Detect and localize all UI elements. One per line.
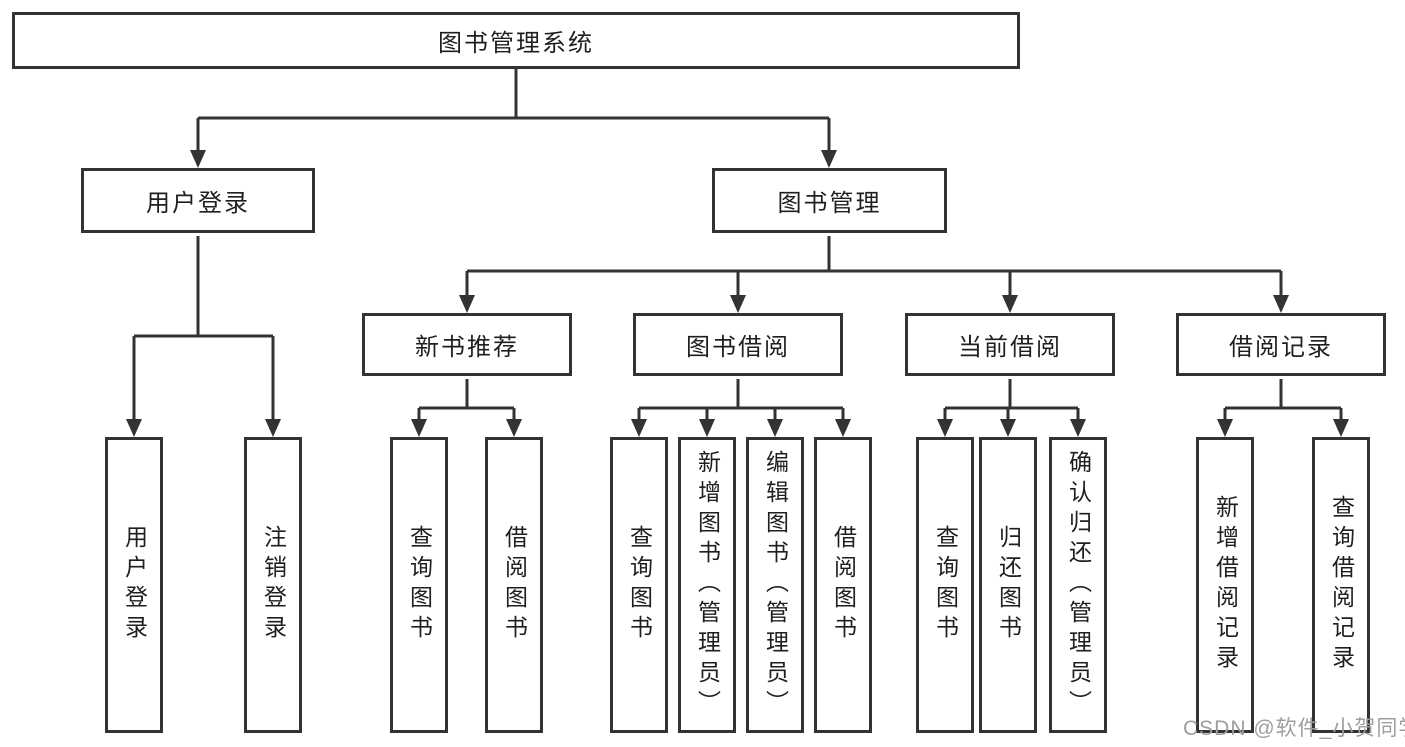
node-label: 借阅记录 — [1229, 334, 1333, 361]
node-label: 用户登录 — [121, 525, 148, 645]
node-leaf-query-books-3: 查询图书 — [916, 437, 974, 733]
node-library-management-system: 图书管理系统 — [12, 12, 1020, 69]
node-leaf-query-books-2: 查询图书 — [610, 437, 668, 733]
node-label: 归还图书 — [995, 525, 1022, 645]
node-label: 借阅图书 — [830, 525, 857, 645]
node-label: 查询图书 — [626, 525, 653, 645]
node-leaf-edit-book-admin: 编辑图书（管理员） — [746, 437, 804, 733]
node-label: 注销登录 — [260, 525, 287, 645]
node-leaf-query-borrow-record: 查询借阅记录 — [1312, 437, 1370, 733]
node-leaf-query-books-1: 查询图书 — [390, 437, 448, 733]
node-label: 编辑图书（管理员） — [762, 450, 789, 720]
node-leaf-add-borrow-record: 新增借阅记录 — [1196, 437, 1254, 733]
node-label: 查询借阅记录 — [1328, 495, 1355, 675]
node-book-borrowing: 图书借阅 — [633, 313, 843, 376]
node-label: 图书借阅 — [686, 334, 790, 361]
node-leaf-borrow-books-2: 借阅图书 — [814, 437, 872, 733]
node-user-login: 用户登录 — [81, 168, 315, 233]
node-label: 确认归还（管理员） — [1065, 450, 1092, 720]
node-label: 新增图书（管理员） — [694, 450, 721, 720]
node-leaf-user-login: 用户登录 — [105, 437, 163, 733]
node-label: 查询图书 — [932, 525, 959, 645]
node-leaf-borrow-books-1: 借阅图书 — [485, 437, 543, 733]
node-label: 当前借阅 — [958, 334, 1062, 361]
node-label: 借阅图书 — [501, 525, 528, 645]
node-borrowing-records: 借阅记录 — [1176, 313, 1386, 376]
node-leaf-confirm-return-admin: 确认归还（管理员） — [1049, 437, 1107, 733]
node-label: 新书推荐 — [415, 334, 519, 361]
node-leaf-logout: 注销登录 — [244, 437, 302, 733]
node-book-management: 图书管理 — [712, 168, 947, 233]
node-leaf-return-book: 归还图书 — [979, 437, 1037, 733]
node-current-borrowing: 当前借阅 — [905, 313, 1115, 376]
node-leaf-add-book-admin: 新增图书（管理员） — [678, 437, 736, 733]
csdn-watermark: CSDN @软件_小贺同学 — [1183, 717, 1405, 740]
node-label: 用户登录 — [146, 190, 250, 217]
node-label: 查询图书 — [406, 525, 433, 645]
node-label: 图书管理 — [777, 190, 882, 217]
node-new-book-recommendation: 新书推荐 — [362, 313, 572, 376]
node-label: 图书管理系统 — [438, 30, 594, 57]
node-label: 新增借阅记录 — [1212, 495, 1239, 675]
